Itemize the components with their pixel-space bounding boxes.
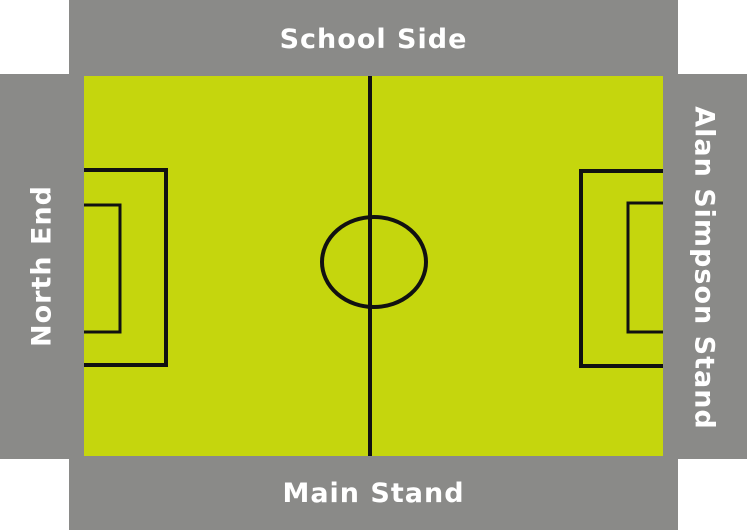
school-side-stand xyxy=(69,0,678,76)
main-stand-label: Main Stand xyxy=(282,478,465,509)
main-stand xyxy=(69,456,678,530)
football-pitch xyxy=(84,76,663,456)
right-penalty-area xyxy=(579,169,663,368)
north-end-stand xyxy=(0,74,84,459)
left-penalty-area xyxy=(84,168,168,367)
school-side-label: School Side xyxy=(279,24,468,55)
north-end-label: North End xyxy=(26,185,58,347)
centre-circle xyxy=(320,215,428,309)
alan-simpson-stand xyxy=(663,74,747,459)
left-goal-area xyxy=(84,203,122,334)
alan-simpson-stand-label: Alan Simpson Stand xyxy=(688,106,720,430)
right-goal-area xyxy=(626,201,663,334)
